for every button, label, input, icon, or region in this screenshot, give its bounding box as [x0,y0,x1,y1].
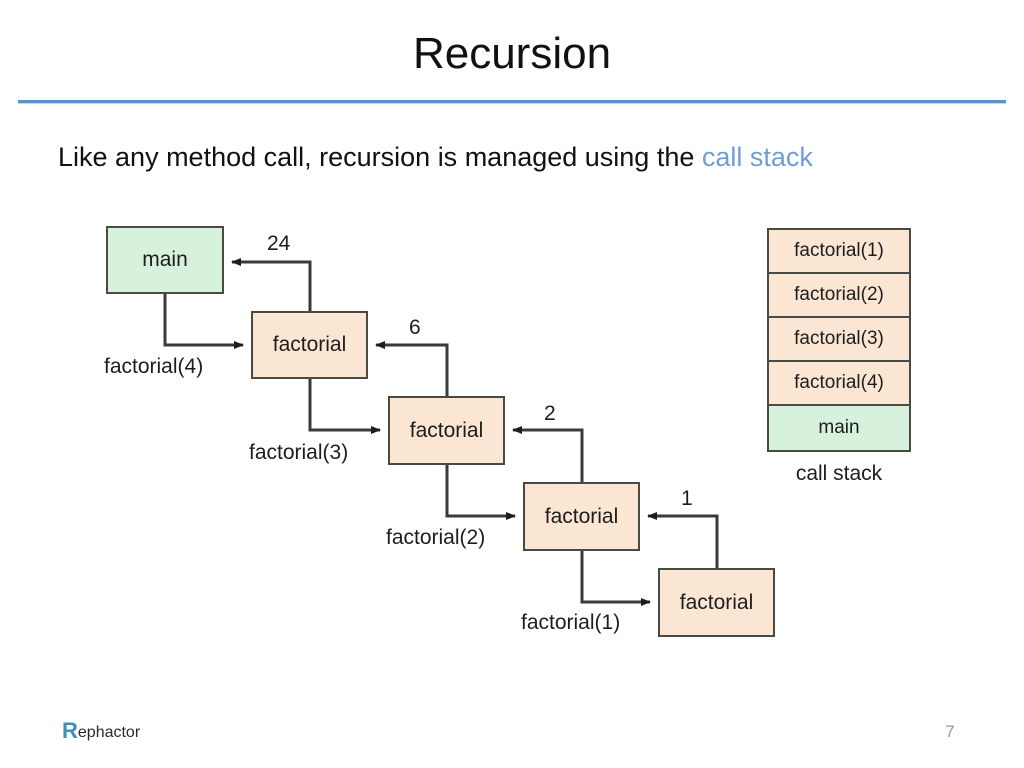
return-label-1: 1 [681,487,693,510]
call-stack-caption: call stack [795,462,883,485]
edge-factorial3-to-factorial2 [445,465,516,520]
edge-return-1 [647,512,719,568]
stack-frame-factorial-4[interactable]: factorial(4) [769,362,909,406]
node-factorial-3-label: factorial [409,418,484,442]
stack-frame-factorial-3[interactable]: factorial(3) [769,318,909,362]
rephactor-logo: Rephactor [62,718,140,744]
edge-main-to-factorial4 [163,294,244,349]
node-main[interactable]: main [106,226,224,294]
stack-frame-label: factorial(3) [794,328,884,349]
node-factorial-2[interactable]: factorial [523,482,640,551]
edge-return-24 [231,258,312,311]
logo-wordmark: ephactor [77,724,141,741]
title-divider [18,100,1006,104]
node-factorial-3[interactable]: factorial [388,396,505,465]
call-label-factorial-1: factorial(1) [521,611,621,634]
node-factorial-1-label: factorial [679,590,754,614]
page-number: 7 [945,722,955,741]
return-label-6: 6 [409,316,421,339]
edge-factorial4-to-factorial3 [308,379,381,434]
edge-return-6 [375,341,449,396]
logo-initial: R [62,718,78,743]
body-text: Like any method call, recursion is manag… [58,142,813,173]
node-factorial-1[interactable]: factorial [658,568,775,637]
return-label-2: 2 [544,402,556,425]
stack-frame-main[interactable]: main [769,406,909,450]
return-label-24: 24 [267,232,291,255]
stack-frame-factorial-2[interactable]: factorial(2) [769,274,909,318]
stack-frame-label: main [818,417,860,438]
node-factorial-4[interactable]: factorial [251,311,368,379]
edge-return-2 [512,426,584,482]
call-label-factorial-4: factorial(4) [104,355,204,378]
stack-frame-label: factorial(4) [794,372,884,393]
page-title: Recursion [412,29,612,78]
node-factorial-4-label: factorial [272,333,347,356]
call-stack-link: call stack [701,142,813,172]
node-factorial-2-label: factorial [544,504,619,528]
node-main-label: main [142,248,188,271]
call-label-factorial-2: factorial(2) [386,526,486,549]
edge-factorial2-to-factorial1 [580,551,651,606]
call-label-factorial-3: factorial(3) [249,441,349,464]
stack-frame-label: factorial(1) [794,240,884,261]
call-stack-diagram: factorial(1) factorial(2) factorial(3) f… [767,228,911,452]
stack-frame-factorial-1[interactable]: factorial(1) [769,230,909,274]
stack-frame-label: factorial(2) [794,284,884,305]
body-text-plain: Like any method call, recursion is manag… [58,142,702,172]
